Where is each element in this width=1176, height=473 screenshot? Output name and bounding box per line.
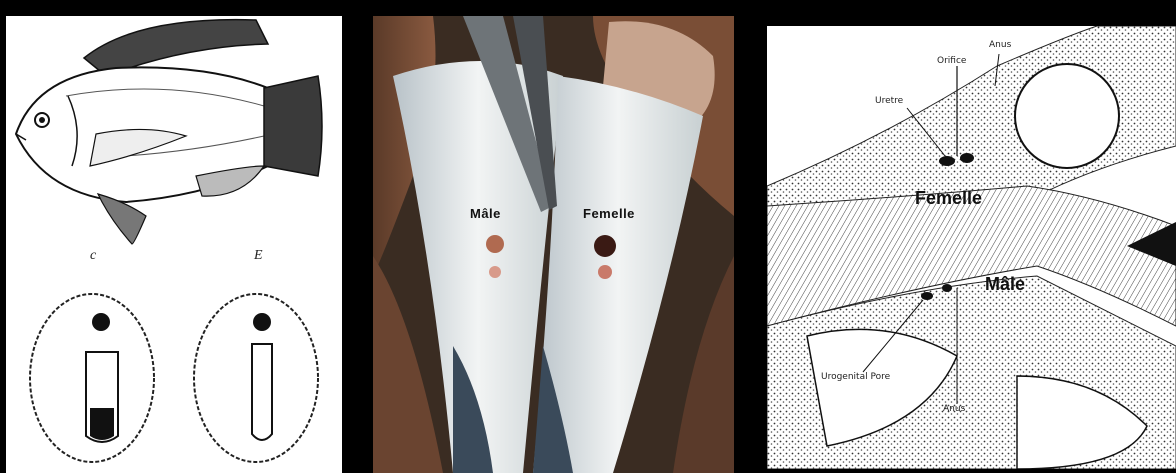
uretre-label: Uretre: [875, 96, 903, 106]
anus-bottom-label: Anus: [943, 404, 965, 414]
fish-drawing-panel: c E: [6, 16, 342, 473]
female-label: Femelle: [915, 188, 982, 209]
urogenital-pore-label: Urogenital Pore: [821, 372, 890, 382]
vent-right-label: E: [254, 248, 263, 264]
orifice-label: Orifice: [937, 56, 966, 66]
male-label: Mâle: [985, 274, 1025, 295]
anatomy-diagram-panel: Anus Orifice Uretre Femelle Mâle Urogeni…: [767, 26, 1176, 469]
anus-top-label: Anus: [989, 40, 1011, 50]
vent-photo-illustration: [373, 16, 734, 473]
male-label: Mâle: [470, 206, 501, 221]
fish-illustration: [6, 16, 342, 473]
fish-vent-photo: Mâle Femelle: [373, 16, 734, 473]
vent-left-label: c: [90, 248, 96, 264]
anatomy-illustration: [767, 26, 1176, 469]
female-label: Femelle: [583, 206, 635, 221]
